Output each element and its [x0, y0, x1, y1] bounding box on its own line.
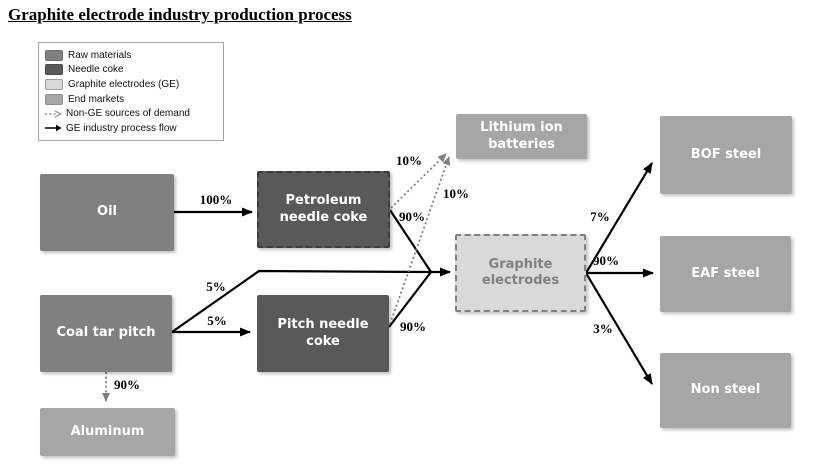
legend-label: End markets — [68, 93, 125, 105]
flow-label-pitch-needle-coke-to-graphite-electrodes: 90% — [400, 319, 426, 334]
legend-item-ge-process-flow: GE industry process flow — [45, 121, 217, 136]
legend-label: GE industry process flow — [66, 122, 177, 134]
node-label: Coal tar pitch — [56, 325, 156, 341]
flow-label-graphite-electrodes-to-eaf-steel: 90% — [593, 253, 619, 268]
node-label: EAF steel — [691, 265, 760, 281]
solid-arrow-icon — [45, 124, 62, 132]
dashed-arrow-icon — [45, 110, 62, 118]
line-pitch-needle-coke-to-junction — [388, 271, 432, 328]
node-coal-tar-pitch: Coal tar pitch — [40, 295, 172, 372]
legend: Raw materials Needle coke Graphite elect… — [38, 42, 224, 141]
node-aluminum: Aluminum — [40, 408, 175, 456]
end-markets-swatch — [45, 93, 63, 105]
dotted-arrow-pitch-needle-coke-to-lithium — [389, 156, 451, 325]
legend-label: Non-GE sources of demand — [66, 108, 190, 120]
raw-materials-swatch — [45, 49, 63, 61]
flow-label-pitch-needle-coke-to-lithium: 10% — [443, 186, 469, 201]
node-pitch-needle-coke: Pitch needle coke — [257, 295, 389, 372]
arrow-graphite-electrodes-to-non-steel — [585, 272, 653, 385]
node-bof-steel: BOF steel — [660, 116, 792, 194]
flow-label-coal-tar-pitch-to-pitch-needle-coke: 5% — [207, 313, 227, 328]
legend-label: Needle coke — [68, 64, 124, 76]
node-label: Graphite electrodes — [481, 256, 560, 288]
page-title: Graphite electrode industry production p… — [8, 5, 352, 24]
node-label: Lithium ion batteries — [480, 120, 563, 152]
flow-label-petroleum-needle-coke-to-lithium: 10% — [396, 153, 422, 168]
legend-item-raw-materials: Raw materials — [45, 48, 217, 63]
node-label: Non steel — [690, 382, 761, 398]
legend-item-graphite-electrodes: Graphite electrodes (GE) — [45, 77, 217, 92]
flow-label-graphite-electrodes-to-bof-steel: 7% — [590, 209, 610, 224]
flow-label-coal-tar-pitch-to-graphite-electrodes: 5% — [206, 279, 226, 294]
node-oil: Oil — [40, 174, 174, 251]
node-petroleum-needle-coke: Petroleum needle coke — [257, 171, 390, 248]
flow-label-oil-to-petroleum-needle-coke: 100% — [199, 192, 233, 207]
line-coal-tar-pitch-to-junction — [171, 269, 431, 333]
legend-label: Raw materials — [68, 49, 132, 61]
legend-item-end-markets: End markets — [45, 92, 217, 107]
dotted-arrow-petroleum-needle-coke-to-lithium — [390, 153, 447, 209]
node-label: Petroleum needle coke — [279, 193, 368, 225]
node-label: Aluminum — [70, 423, 145, 439]
node-graphite-electrodes: Graphite electrodes — [455, 234, 586, 312]
node-lithium-ion-batteries: Lithium ion batteries — [456, 114, 587, 159]
node-label: BOF steel — [690, 146, 762, 162]
flow-label-graphite-electrodes-to-non-steel: 3% — [593, 321, 613, 336]
legend-item-needle-coke: Needle coke — [45, 63, 217, 78]
arrow-graphite-electrodes-to-bof-steel — [585, 162, 653, 274]
needle-coke-swatch — [45, 64, 63, 76]
node-non-steel: Non steel — [660, 353, 791, 428]
legend-item-non-ge-demand: Non-GE sources of demand — [45, 106, 217, 121]
graphite-electrodes-swatch — [45, 78, 63, 90]
line-petroleum-needle-coke-to-junction — [389, 209, 432, 273]
node-eaf-steel: EAF steel — [660, 236, 791, 312]
node-label: Oil — [97, 204, 117, 220]
legend-label: Graphite electrodes (GE) — [68, 78, 180, 90]
node-label: Pitch needle coke — [277, 317, 369, 349]
flow-label-petroleum-needle-coke-to-graphite-electrodes: 90% — [399, 209, 425, 224]
flow-label-coal-tar-pitch-to-aluminum: 90% — [114, 377, 140, 392]
